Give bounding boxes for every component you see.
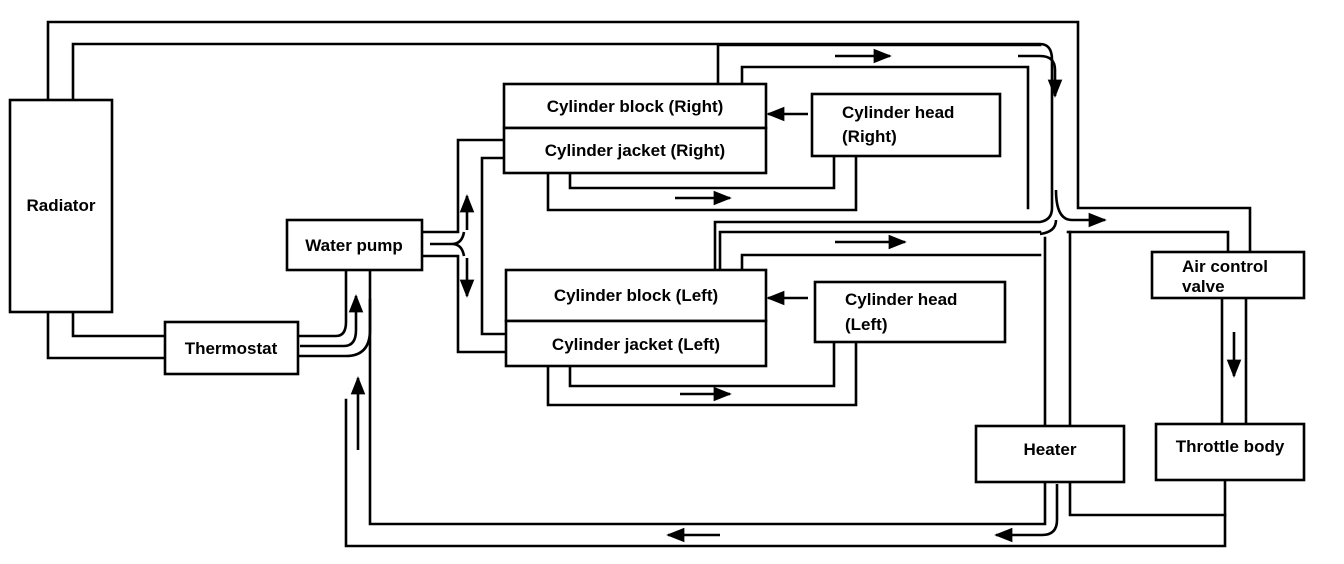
cylinder-head-left-box [813, 280, 1007, 344]
cylinder-head-left: Cylinder head (Left) [813, 280, 1007, 344]
pipe-thermostat-to-pump-upper [296, 268, 348, 338]
heater-label: Heater [1024, 440, 1077, 459]
pipe-right-lower-inner [568, 154, 836, 190]
pipe-thermostat-to-pump-lower [296, 268, 372, 358]
cylinder-block-left-label: Cylinder block (Left) [554, 286, 718, 305]
pipe-bottom-return-outer [344, 398, 1227, 548]
flow-arrow-junction-down [1039, 219, 1058, 236]
flow-arrow-thermostat-up [300, 294, 364, 348]
air-control-valve-label-line1: Air control [1182, 257, 1268, 276]
throttle-body-label: Throttle body [1176, 437, 1285, 456]
cylinder-block-right-label: Cylinder block (Right) [547, 97, 724, 116]
pipe-to-air-control-valve [1066, 230, 1230, 254]
cylinder-head-right: Cylinder head (Right) [810, 92, 1002, 158]
pipe-left-lower-outer [546, 338, 858, 407]
radiator-box [8, 98, 114, 314]
water-pump-box [285, 218, 424, 272]
flow-arrow-top-right-bend [1018, 54, 1063, 98]
pipe-bottom-return-inner [368, 298, 1047, 526]
flow-arrow-pump-split [430, 231, 466, 257]
cylinder-jacket-left-label: Cylinder jacket (Left) [552, 335, 720, 354]
cylinder-head-right-label-line1: Cylinder head [842, 103, 954, 122]
radiator-label: Radiator [27, 196, 96, 215]
pipe-radiator-top-outer [46, 20, 1252, 254]
cylinder-left-bank: Cylinder block (Left) Cylinder jacket (L… [504, 268, 768, 368]
pipe-pump-to-right-bank [420, 138, 506, 234]
heater: Heater [974, 424, 1126, 484]
pipe-radiator-top-inner [71, 42, 1054, 284]
cylinder-jacket-right-label: Cylinder jacket (Right) [545, 141, 725, 160]
air-control-valve-box [1150, 250, 1306, 300]
flow-arrow-heater-out [994, 484, 1059, 543]
thermostat: Thermostat [163, 320, 300, 376]
water-pump-label: Water pump [305, 236, 403, 255]
pipe-right-head-return-inner [740, 65, 1030, 210]
throttle-body: Throttle body [1154, 422, 1306, 482]
cylinder-head-right-box [810, 92, 1002, 158]
cylinder-jacket-right-box [502, 126, 768, 175]
cylinder-head-right-label-line2: (Right) [842, 127, 897, 146]
pipe-right-head-return-outer [716, 43, 1042, 84]
cylinder-head-left-label-line2: (Left) [845, 315, 887, 334]
water-pump: Water pump [285, 218, 424, 272]
pipe-pump-to-left-bank [420, 254, 506, 354]
pipe-right-lower-outer [546, 148, 858, 212]
pipe-left-head-return-outer [718, 230, 1042, 272]
cylinder-right-bank: Cylinder block (Right) Cylinder jacket (… [502, 82, 768, 175]
throttle-body-box [1154, 422, 1306, 482]
cylinder-head-left-label-line1: Cylinder head [845, 290, 957, 309]
cylinder-jacket-left-box [504, 319, 768, 368]
air-control-valve: Air control valve [1150, 250, 1306, 300]
cylinder-block-left-box [504, 268, 768, 323]
coolant-pipes [46, 20, 1252, 548]
pipe-left-lower-inner [568, 342, 836, 388]
flow-arrow-junction-right [1054, 189, 1107, 228]
radiator: Radiator [8, 98, 114, 314]
thermostat-label: Thermostat [185, 339, 278, 358]
heater-box [974, 424, 1126, 484]
pipe-pump-to-banks-inner [480, 156, 506, 336]
flow-arrows [300, 48, 1242, 543]
pipe-radiator-bottom-inner [71, 310, 168, 338]
pipe-left-head-return-inner [740, 253, 1042, 272]
pipe-radiator-bottom-outer [46, 310, 168, 360]
thermostat-box [163, 320, 300, 376]
air-control-valve-label-line2: valve [1182, 277, 1225, 296]
pipe-heater-bottom-right [1068, 480, 1227, 517]
